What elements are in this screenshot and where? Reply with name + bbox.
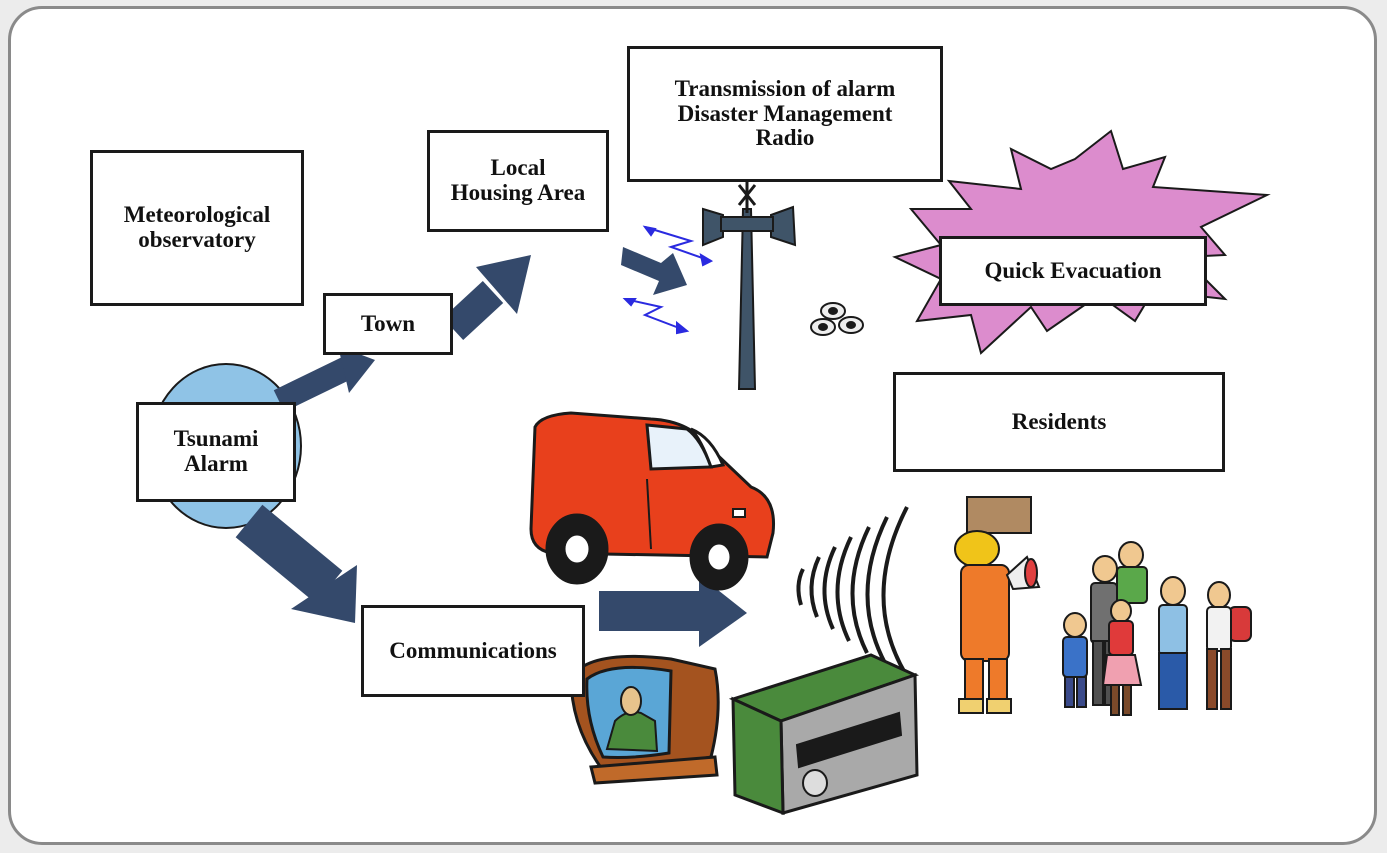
node-transmission-radio: Transmission of alarm Disaster Managemen… — [627, 46, 943, 182]
radio-icon — [728, 653, 920, 816]
signal-zigzag-icon — [622, 225, 714, 335]
arrow-town-to-housing — [442, 255, 531, 341]
node-town: Town — [323, 293, 453, 355]
node-communications: Communications — [361, 605, 585, 697]
speaker-cluster-icon — [810, 302, 864, 336]
arrow-alarm-to-town — [273, 346, 375, 412]
television-icon — [569, 654, 720, 785]
node-quick-evacuation: Quick Evacuation — [939, 236, 1207, 306]
node-tsunami-alarm: Tsunami Alarm — [136, 402, 296, 502]
arrow-housing-to-tower — [621, 247, 687, 295]
van-icon — [529, 411, 776, 591]
diagram-frame: Meteorological observatory Town Tsunami … — [8, 6, 1377, 845]
node-meteorological-observatory: Meteorological observatory — [90, 150, 304, 306]
radio-tower-icon — [702, 181, 797, 390]
sound-waves-icon — [796, 506, 909, 675]
arrow-alarm-to-communications — [235, 504, 357, 623]
node-residents: Residents — [893, 372, 1225, 472]
node-local-housing-area: Local Housing Area — [427, 130, 609, 232]
worker-megaphone-icon — [954, 496, 1041, 714]
arrow-communications-to-residents — [599, 575, 747, 647]
residents-group-icon — [1062, 541, 1252, 716]
